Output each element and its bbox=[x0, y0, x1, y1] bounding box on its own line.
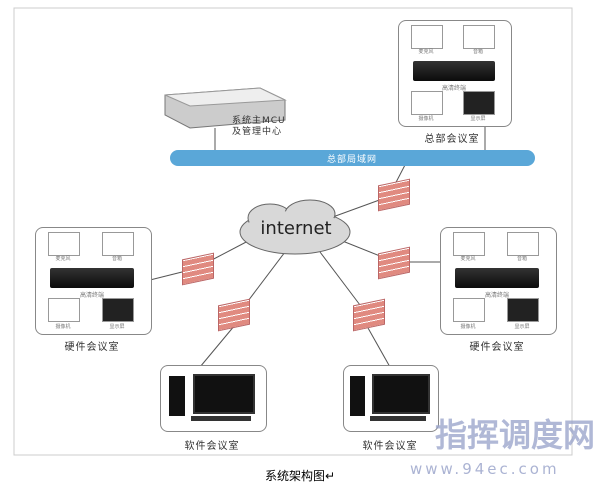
hw-left-label: 硬件会议室 bbox=[64, 342, 120, 353]
display-label: 显示屏 bbox=[514, 324, 530, 330]
mic-label: 麦克风 bbox=[418, 49, 434, 55]
hq-room: 麦克风 音箱 高清终端 摄像机 显示屏 bbox=[398, 20, 512, 127]
microphone-icon bbox=[48, 232, 80, 256]
hd-terminal-icon bbox=[50, 268, 134, 288]
pc-tower-icon bbox=[350, 376, 365, 416]
sw-right-label: 软件会议室 bbox=[362, 441, 418, 452]
pc-tower-icon bbox=[169, 376, 185, 416]
sw-room-right bbox=[343, 365, 439, 432]
lan-bar bbox=[170, 150, 535, 166]
mcu-label-2: 及管理中心 bbox=[232, 127, 283, 137]
speaker-label: 音箱 bbox=[472, 49, 484, 55]
watermark-url: www.94ec.com bbox=[410, 460, 560, 478]
speaker-label: 音箱 bbox=[516, 256, 528, 262]
camera-label: 摄像机 bbox=[418, 116, 434, 122]
hd-terminal-icon bbox=[455, 268, 539, 288]
speaker-label: 音箱 bbox=[111, 256, 123, 262]
sw-room-left bbox=[160, 365, 267, 432]
camera-icon bbox=[48, 298, 80, 322]
keyboard-icon bbox=[191, 416, 251, 421]
line-cloud-fw-right bbox=[339, 239, 386, 259]
sw-left-label: 软件会议室 bbox=[184, 441, 240, 452]
camera-label: 摄像机 bbox=[55, 324, 71, 330]
terminal-label: 高清终端 bbox=[79, 292, 105, 299]
camera-label: 摄像机 bbox=[460, 324, 476, 330]
speaker-icon bbox=[102, 232, 134, 256]
hq-room-label: 总部会议室 bbox=[424, 134, 480, 145]
camera-icon bbox=[411, 91, 443, 115]
monitor-icon bbox=[372, 374, 430, 414]
monitor-icon bbox=[193, 374, 255, 414]
diagram-caption: 系统架构图↵ bbox=[264, 469, 336, 483]
line-firewall-cloud bbox=[329, 197, 386, 219]
hw-room-right: 麦克风 音箱 高清终端 摄像机 显示屏 bbox=[440, 227, 557, 335]
lan-label: 总部局域网 bbox=[326, 155, 378, 165]
display-label: 显示屏 bbox=[109, 324, 125, 330]
mic-label: 麦克风 bbox=[55, 256, 71, 262]
speaker-icon bbox=[507, 232, 539, 256]
line-fw-sw-left bbox=[199, 324, 236, 368]
display-label: 显示屏 bbox=[470, 116, 486, 122]
watermark-title: 指挥调度网 bbox=[435, 416, 596, 454]
terminal-label: 高清终端 bbox=[441, 85, 467, 92]
mcu-label-1: 系统主MCU bbox=[232, 116, 286, 126]
line-cloud-fw-sw-left bbox=[244, 251, 286, 306]
display-icon bbox=[507, 298, 539, 322]
line-cloud-fw-left bbox=[207, 239, 251, 263]
mic-label: 麦克风 bbox=[460, 256, 476, 262]
display-icon bbox=[102, 298, 134, 322]
camera-icon bbox=[453, 298, 485, 322]
keyboard-icon bbox=[370, 416, 426, 421]
hw-right-label: 硬件会议室 bbox=[469, 342, 525, 353]
line-cloud-fw-sw-right bbox=[319, 251, 361, 306]
display-icon bbox=[463, 91, 495, 115]
hd-terminal-icon bbox=[413, 61, 495, 81]
microphone-icon bbox=[411, 25, 443, 49]
hw-room-left: 麦克风 音箱 高清终端 摄像机 显示屏 bbox=[35, 227, 152, 335]
speaker-icon bbox=[463, 25, 495, 49]
microphone-icon bbox=[453, 232, 485, 256]
line-fw-sw-right bbox=[367, 327, 391, 368]
frame bbox=[13, 7, 573, 456]
cloud-label: internet bbox=[260, 218, 332, 239]
terminal-label: 高清终端 bbox=[484, 292, 510, 299]
